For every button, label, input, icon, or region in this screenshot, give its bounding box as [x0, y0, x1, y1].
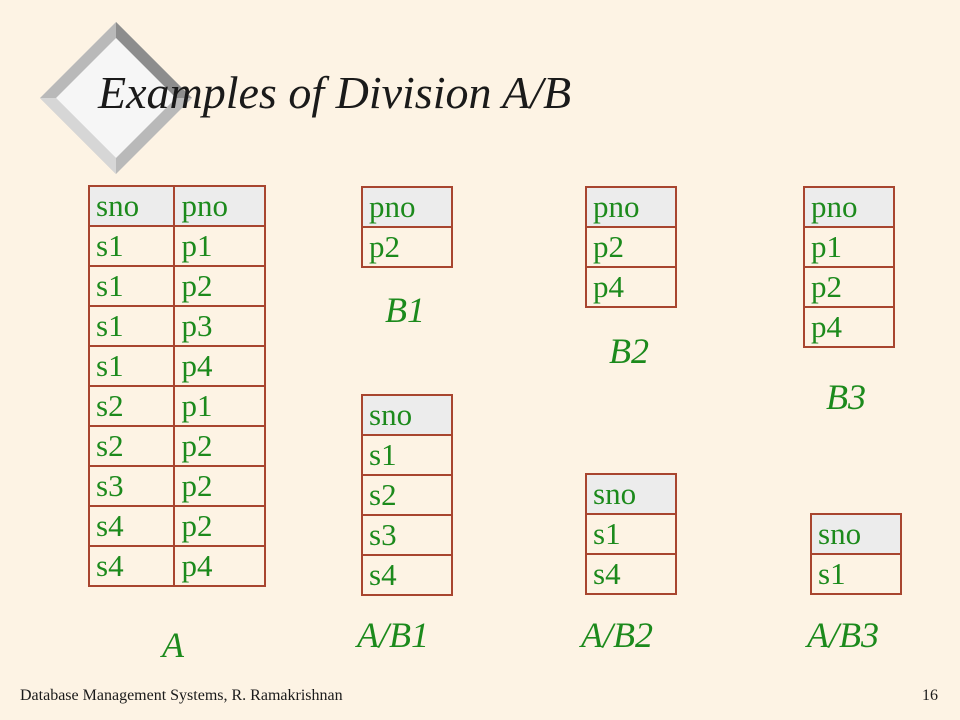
cell: s3 — [361, 514, 453, 556]
column-header-sno: sno — [87, 185, 176, 227]
column-header-pno: pno — [585, 186, 677, 228]
table-row: s1 — [585, 513, 677, 555]
cell: s1 — [87, 305, 176, 347]
table-header-row: pno — [361, 186, 453, 228]
relation-b1-table: pno p2 — [361, 186, 453, 268]
table-header-row: sno — [361, 394, 453, 436]
page-number: 16 — [922, 687, 938, 704]
table-row: s4 — [361, 554, 453, 596]
cell: p2 — [173, 465, 266, 507]
result-a-b3-table: sno s1 — [810, 513, 902, 595]
table-row: p4 — [585, 266, 677, 308]
footer-credit: Database Management Systems, R. Ramakris… — [20, 687, 343, 704]
cell: p4 — [585, 266, 677, 308]
cell: p4 — [173, 345, 266, 387]
result-a-b2-table: sno s1 s4 — [585, 473, 677, 595]
table-row: p4 — [803, 306, 895, 348]
relation-b2-table: pno p2 p4 — [585, 186, 677, 308]
cell: p2 — [803, 266, 895, 308]
cell: p2 — [173, 505, 266, 547]
column-header-pno: pno — [173, 185, 266, 227]
cell: s2 — [87, 385, 176, 427]
cell: s2 — [87, 425, 176, 467]
column-header-sno: sno — [810, 513, 902, 555]
cell: s3 — [87, 465, 176, 507]
cell: s1 — [87, 345, 176, 387]
column-header-sno: sno — [585, 473, 677, 515]
relation-b3-label: B3 — [826, 377, 866, 417]
column-header-pno: pno — [803, 186, 895, 228]
cell: s1 — [810, 553, 902, 595]
relation-a-label: A — [162, 625, 184, 665]
diamond-bullet-icon — [40, 22, 192, 174]
cell: p2 — [585, 226, 677, 268]
cell: s4 — [87, 505, 176, 547]
result-a-b1-label: A/B1 — [357, 615, 429, 655]
cell: p2 — [361, 226, 453, 268]
table-row: p2 — [803, 266, 895, 308]
relation-b3-table: pno p1 p2 p4 — [803, 186, 895, 348]
table-header-row: pno — [585, 186, 677, 228]
table-row: s3 — [361, 514, 453, 556]
table-row: s2 — [361, 474, 453, 516]
table-row: s1 — [810, 553, 902, 595]
table-header-row: pno — [803, 186, 895, 228]
cell: s1 — [87, 225, 176, 267]
table-row: p2 — [585, 226, 677, 268]
cell: p3 — [173, 305, 266, 347]
cell: p4 — [803, 306, 895, 348]
cell: s1 — [361, 434, 453, 476]
cell: s1 — [585, 513, 677, 555]
cell: p1 — [173, 385, 266, 427]
column-header-sno: sno — [361, 394, 453, 436]
table-header-row: sno pno — [87, 185, 266, 227]
cell: p2 — [173, 425, 266, 467]
result-a-b1-table: sno s1 s2 s3 s4 — [361, 394, 453, 596]
table-header-row: sno — [810, 513, 902, 555]
table-header-row: sno — [585, 473, 677, 515]
table-row: p1 — [803, 226, 895, 268]
table-row: p2 — [361, 226, 453, 268]
result-a-b2-label: A/B2 — [581, 615, 653, 655]
cell: p2 — [173, 265, 266, 307]
cell: s2 — [361, 474, 453, 516]
cell: s4 — [361, 554, 453, 596]
relation-b1-label: B1 — [385, 290, 425, 330]
table-row: s4 — [585, 553, 677, 595]
cell: p4 — [173, 545, 266, 587]
column-header-pno: pno — [361, 186, 453, 228]
result-a-b3-label: A/B3 — [807, 615, 879, 655]
cell: s4 — [87, 545, 176, 587]
cell: s4 — [585, 553, 677, 595]
relation-b2-label: B2 — [609, 331, 649, 371]
slide-title: Examples of Division A/B — [98, 67, 572, 118]
cell: p1 — [173, 225, 266, 267]
cell: p1 — [803, 226, 895, 268]
cell: s1 — [87, 265, 176, 307]
table-row: s1 — [361, 434, 453, 476]
